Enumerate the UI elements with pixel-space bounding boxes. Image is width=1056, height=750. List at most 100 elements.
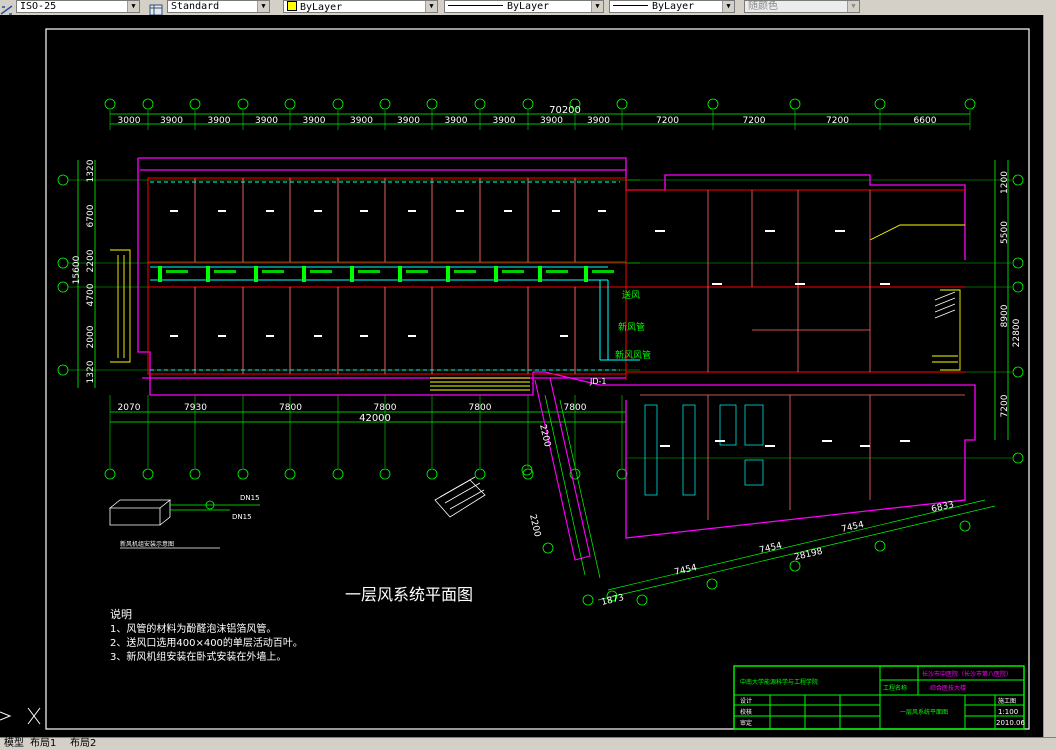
title-block-date: 2010.06: [996, 719, 1025, 727]
color-select[interactable]: ByLayer▼: [283, 0, 438, 13]
room-label-mark: [765, 230, 775, 232]
left-dim-label: 2000: [86, 325, 96, 348]
room-labels: [170, 210, 910, 447]
room-label-mark: [598, 210, 606, 212]
room-label-mark: [822, 440, 832, 442]
room-label-mark: [660, 445, 670, 447]
chevron-down-icon[interactable]: ▼: [425, 1, 437, 12]
color-swatch-icon: [287, 1, 297, 11]
properties-toolbar: ISO-25▼ Standard▼ ByLayer▼ ByLayer▼ ByLa…: [0, 0, 1056, 16]
title-block-institution: 中南大学能源科学与工程学院: [740, 678, 818, 686]
room-label-mark: [408, 210, 416, 212]
bottom-dim-label: 7800: [279, 403, 302, 413]
chevron-down-icon[interactable]: ▼: [591, 1, 603, 12]
grid-bubble: [237, 98, 249, 110]
plotstyle-select[interactable]: 随颜色▼: [744, 0, 860, 13]
grid-bubble: [521, 464, 533, 476]
right-dim-label: 1200: [1000, 171, 1010, 194]
right-dim-label: 8900: [1000, 304, 1010, 327]
bottom-dimensions: [110, 411, 626, 423]
grid-bubble: [569, 98, 581, 110]
grid-bubble: [57, 174, 69, 186]
grid-bubble: [582, 594, 594, 606]
top-dim-label: 3900: [493, 116, 516, 126]
chevron-down-icon[interactable]: ▼: [127, 1, 139, 12]
grid-bubble: [1012, 452, 1024, 464]
grid-bubble: [959, 520, 971, 532]
left-dim-label: 1320: [86, 360, 96, 383]
duct-size-tag: [166, 270, 188, 273]
top-dim-label: 3900: [445, 116, 468, 126]
wing-dim-label: 2200: [537, 423, 552, 448]
room-label-mark: [712, 283, 722, 285]
unit-detail: [108, 499, 260, 549]
svg-text:送风: 送风: [622, 289, 640, 301]
duct-diffusers: [158, 266, 614, 282]
chevron-down-icon[interactable]: ▼: [722, 1, 734, 12]
right-total-dim: 22800: [1012, 318, 1022, 347]
grid-bubble: [1012, 174, 1024, 186]
duct-diffuser: [538, 266, 542, 282]
lineweight-select[interactable]: ByLayer▼: [609, 0, 735, 13]
grid-bubble: [426, 468, 438, 480]
tab-layout1[interactable]: 布局1: [30, 738, 57, 749]
right-dimensions: [994, 160, 1009, 440]
dimension-style-select[interactable]: ISO-25▼: [16, 0, 140, 13]
top-dim-label: 3900: [587, 116, 610, 126]
detail-caption: 新风机组安装示意图: [120, 540, 174, 548]
duct-size-tag: [502, 270, 524, 273]
chevron-down-icon[interactable]: ▼: [847, 1, 859, 12]
note-2: 2、送风口选用400×400的单层活动百叶。: [110, 636, 303, 649]
grid-bubble: [284, 98, 296, 110]
right-dim-label: 5500: [1000, 221, 1010, 244]
vertical-scrollbar[interactable]: [1043, 15, 1056, 737]
sheet-border: [45, 28, 1030, 730]
structural-walls: [147, 177, 965, 380]
stair-symbols: [434, 291, 956, 518]
east-rooms: [640, 190, 965, 520]
dimension-style-icon[interactable]: [0, 1, 14, 15]
pipe-label-2: DN15: [232, 513, 252, 521]
room-label-mark: [860, 445, 870, 447]
notes-heading: 说明: [110, 607, 132, 621]
grid-bubble: [142, 468, 154, 480]
svg-text:新风管: 新风管: [618, 321, 645, 333]
table-style-select[interactable]: Standard▼: [167, 0, 270, 13]
table-style-icon[interactable]: [149, 1, 163, 16]
tab-layout2[interactable]: 布局2: [70, 738, 97, 749]
duct-diffuser: [494, 266, 498, 282]
chevron-down-icon[interactable]: ▼: [257, 1, 269, 12]
diagonal-dim-label: 6833: [930, 500, 955, 515]
diagonal-dimensions: [544, 394, 996, 601]
room-label-mark: [314, 210, 322, 212]
title-block-scale: 1:100: [998, 708, 1018, 716]
duct-size-tag: [358, 270, 380, 273]
pipe-label-1: DN15: [240, 494, 260, 502]
title-block: [733, 665, 1025, 730]
top-dim-label: 3900: [303, 116, 326, 126]
room-label-mark: [795, 283, 805, 285]
duct-size-tag: [214, 270, 236, 273]
room-label-mark: [360, 210, 368, 212]
linetype-select[interactable]: ByLayer▼: [444, 0, 604, 13]
tab-model[interactable]: 模型: [4, 738, 24, 749]
top-dim-label: 3000: [118, 116, 141, 126]
grid-bubble: [189, 98, 201, 110]
duct-diffuser: [446, 266, 450, 282]
room-label-mark: [552, 210, 560, 212]
grid-bubble: [1012, 257, 1024, 269]
right-dim-label: 7200: [1000, 394, 1010, 417]
grid-bubble: [874, 98, 886, 110]
right-dim-labels: 1200 5500 8900 7200 22800: [1000, 171, 1022, 418]
grid-bubbles-bottom: [104, 468, 628, 480]
grid-bubble: [237, 468, 249, 480]
building-walls: [137, 157, 976, 539]
grid-bubble: [707, 98, 719, 110]
room-label-mark: [900, 440, 910, 442]
